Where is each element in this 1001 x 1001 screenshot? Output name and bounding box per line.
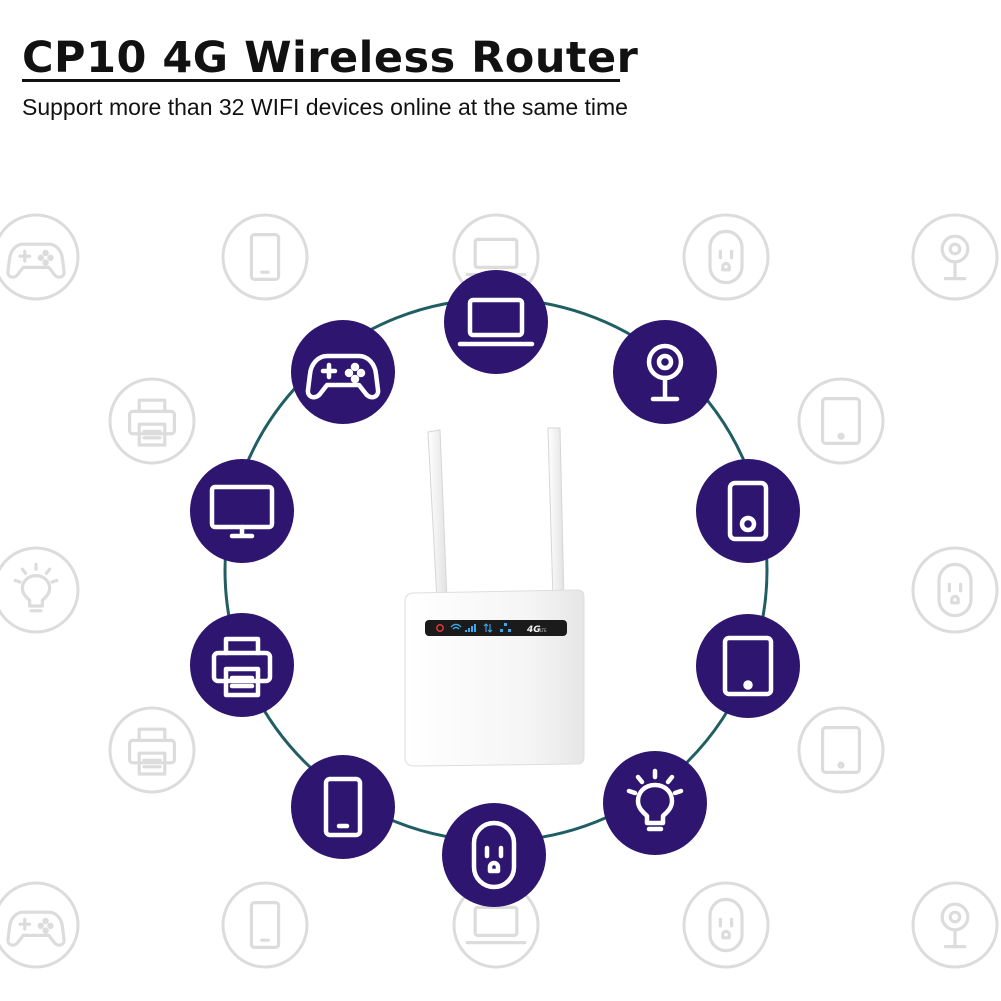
device-bulb (603, 751, 707, 855)
background-socket (911, 546, 999, 634)
signal-light-icon (465, 624, 476, 632)
data-light-icon (483, 623, 493, 633)
laptop-icon (465, 905, 527, 945)
background-circle (0, 546, 80, 634)
device-circle (696, 614, 800, 718)
device-circle (190, 459, 294, 563)
camera-icon (940, 234, 970, 281)
background-circle (221, 881, 309, 969)
gamepad-icon (6, 242, 66, 279)
background-socket (682, 213, 770, 301)
device-circle (603, 751, 707, 855)
device-printer (190, 613, 294, 717)
panel-label: 4G (526, 625, 541, 635)
background-circle (108, 706, 196, 794)
device-circle (442, 803, 546, 907)
device-phone (291, 755, 395, 859)
background-circle (682, 213, 770, 301)
page-title: CP10 4G Wireless Router (22, 33, 639, 83)
socket-icon (937, 562, 973, 618)
device-circles (190, 270, 800, 907)
device-camera (613, 320, 717, 424)
left-antenna (427, 429, 448, 602)
camera-icon (940, 902, 970, 949)
device-monitor (190, 459, 294, 563)
router: 4G LTE (404, 427, 585, 767)
background-circle (911, 213, 999, 301)
background-circle (682, 881, 770, 969)
bulb-icon (13, 562, 59, 613)
phone-icon (249, 233, 281, 281)
background-camera (911, 213, 999, 301)
device-circle (696, 459, 800, 563)
device-circle (190, 613, 294, 717)
socket-icon (708, 229, 744, 285)
printer-icon (128, 398, 176, 447)
background-circle (108, 377, 196, 465)
background-camera (911, 881, 999, 969)
background-phone (221, 881, 309, 969)
background-circle (911, 546, 999, 634)
wifi-light-icon (450, 623, 462, 630)
device-circle (291, 755, 395, 859)
device-gamepad (291, 320, 395, 424)
status-panel (425, 620, 567, 636)
title-underline (22, 79, 620, 82)
socket-icon (708, 897, 744, 953)
phone-icon (249, 900, 281, 950)
device-tablet (696, 614, 800, 718)
device-phone (696, 459, 800, 563)
background-circle (797, 706, 885, 794)
background-gamepad (0, 881, 80, 969)
power-light-icon (436, 624, 444, 632)
background-bulb (0, 546, 80, 634)
background-gamepad (0, 213, 80, 301)
background-socket (682, 881, 770, 969)
gamepad-icon (6, 910, 66, 947)
background-circle (221, 213, 309, 301)
background-circle (797, 377, 885, 465)
background-phone (221, 213, 309, 301)
background-tablet (797, 706, 885, 794)
background-pattern (0, 213, 999, 969)
right-antenna (547, 427, 565, 601)
background-circle (0, 881, 80, 969)
background-circle (0, 213, 80, 301)
router-body (404, 589, 585, 767)
background-circle (911, 881, 999, 969)
background-printer (108, 706, 196, 794)
tablet-icon (820, 725, 862, 775)
device-circle (291, 320, 395, 424)
device-circle (613, 320, 717, 424)
page-subtitle: Support more than 32 WIFI devices online… (22, 94, 628, 120)
background-printer (108, 377, 196, 465)
tablet-icon (820, 397, 862, 445)
panel-sublabel: LTE (540, 628, 547, 633)
background-tablet (797, 377, 885, 465)
laptop-icon (465, 237, 527, 277)
lan-light-icon (500, 623, 511, 632)
printer-icon (128, 727, 176, 776)
device-circle (444, 270, 548, 374)
device-socket (442, 803, 546, 907)
device-laptop (444, 270, 548, 374)
